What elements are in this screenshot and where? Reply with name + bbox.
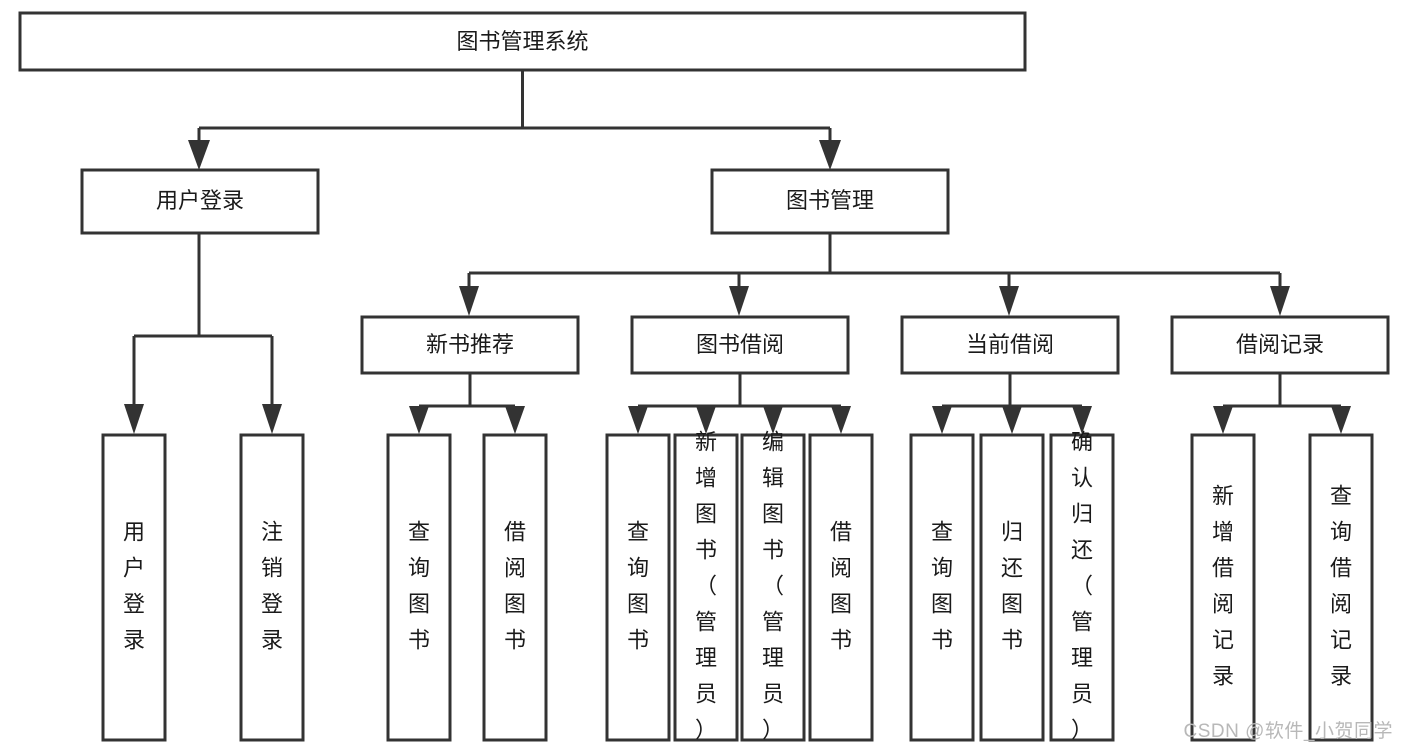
leaf-node[interactable]: 用户登录 (101, 433, 167, 742)
node-new-book-recommend[interactable]: 新书推荐 (360, 315, 580, 375)
node-book-borrow[interactable]: 图书借阅 (630, 315, 850, 375)
arrowhead-leaf-borrow-book-1 (505, 406, 525, 434)
leaf-node[interactable]: 查询图书 (909, 433, 975, 742)
leaf-node[interactable]: 查询图书 (605, 433, 671, 742)
arrowhead-leaf-query-book-1 (409, 406, 429, 434)
leaf-node[interactable]: 借阅图书 (808, 433, 874, 742)
leaf-node-label: 注销登录 (261, 519, 283, 652)
leaf-node[interactable]: 注销登录 (239, 433, 305, 742)
leaf-node-box[interactable] (808, 433, 874, 742)
leaf-node[interactable]: 新增借阅记录 (1190, 433, 1256, 742)
node-new-book-recommend-label: 新书推荐 (426, 332, 514, 357)
arrowhead-leaf-user-login (124, 404, 144, 434)
arrowhead-leaf-return-book (1002, 406, 1022, 434)
arrowhead-leaf-logout (262, 404, 282, 434)
arrowhead-leaf-query-record (1331, 406, 1351, 434)
arrowhead-borrow-record (1270, 286, 1290, 316)
node-root[interactable]: 图书管理系统 (18, 11, 1027, 72)
leaf-node-box[interactable] (909, 433, 975, 742)
arrowhead-current-borrow (999, 286, 1019, 316)
leaf-node-label: 查询图书 (627, 519, 649, 652)
leaf-node-label: 借阅图书 (504, 519, 526, 652)
arrowhead-leaf-add-record (1213, 406, 1233, 434)
arrowhead-leaf-add-book (696, 406, 716, 434)
node-book-borrow-box[interactable] (630, 315, 850, 375)
csdn-watermark: CSDN @软件_小贺同学 (1183, 721, 1393, 742)
leaf-node-label: 借阅图书 (830, 519, 852, 652)
node-current-borrow[interactable]: 当前借阅 (900, 315, 1120, 375)
leaf-node-box[interactable] (482, 433, 548, 742)
leaf-node-box[interactable] (101, 433, 167, 742)
node-borrow-record-label: 借阅记录 (1236, 332, 1324, 357)
leaf-node-label: 编辑图书（管理员） (762, 429, 784, 742)
leaf-node-label: 新增借阅记录 (1212, 483, 1234, 688)
leaf-node[interactable]: 查询借阅记录 (1308, 433, 1374, 742)
leaf-node[interactable]: 确认归还（管理员） (1049, 429, 1115, 742)
arrowhead-leaf-query-book-3 (932, 406, 952, 434)
leaf-node-box[interactable] (386, 433, 452, 742)
leaf-node-box[interactable] (605, 433, 671, 742)
arrowhead-new-book-rec (459, 286, 479, 316)
leaf-node-label: 归还图书 (1001, 519, 1023, 652)
arrowhead-leaf-query-book-2 (628, 406, 648, 434)
node-current-borrow-label: 当前借阅 (966, 332, 1054, 357)
leaf-node-box[interactable] (1308, 433, 1374, 742)
arrowhead-user-login (188, 140, 210, 170)
leaf-node[interactable]: 查询图书 (386, 433, 452, 742)
leaf-node-label: 查询借阅记录 (1330, 483, 1352, 688)
leaf-node-label: 查询图书 (931, 519, 953, 652)
node-current-borrow-box[interactable] (900, 315, 1120, 375)
arrowhead-leaf-borrow-book-2 (831, 406, 851, 434)
leaf-node[interactable]: 新增图书（管理员） (673, 429, 739, 742)
node-book-manage-label: 图书管理 (786, 188, 874, 213)
leaf-node-box[interactable] (979, 433, 1045, 742)
leaf-node[interactable]: 借阅图书 (482, 433, 548, 742)
node-new-book-recommend-box[interactable] (360, 315, 580, 375)
connector-layer (124, 70, 1351, 434)
arrowhead-leaf-edit-book (763, 406, 783, 434)
node-user-login-label: 用户登录 (156, 188, 244, 213)
node-root-label: 图书管理系统 (456, 29, 588, 54)
arrowhead-book-borrow (729, 286, 749, 316)
leaf-node-label: 确认归还（管理员） (1071, 429, 1093, 742)
arrowhead-leaf-confirm-return (1072, 406, 1092, 434)
leaf-node-label: 新增图书（管理员） (695, 429, 717, 742)
node-borrow-record[interactable]: 借阅记录 (1170, 315, 1390, 375)
node-borrow-record-box[interactable] (1170, 315, 1390, 375)
leaf-node-layer: 用户登录 注销登录 查询图书 借阅图书 查询图书 新增图书（管理员） 编辑图书（管理员） 借阅… (101, 429, 1374, 742)
node-user-login-box[interactable] (80, 168, 320, 235)
node-book-borrow-label: 图书借阅 (696, 332, 784, 357)
leaf-node-box[interactable] (1190, 433, 1256, 742)
node-root-box[interactable] (18, 11, 1027, 72)
leaf-node-label: 用户登录 (123, 519, 145, 652)
arrowhead-book-manage (819, 140, 841, 170)
node-book-manage[interactable]: 图书管理 (710, 168, 950, 235)
node-book-manage-box[interactable] (710, 168, 950, 235)
leaf-node-box[interactable] (239, 433, 305, 742)
leaf-node[interactable]: 归还图书 (979, 433, 1045, 742)
leaf-node-box[interactable] (673, 433, 739, 742)
leaf-node[interactable]: 编辑图书（管理员） (740, 429, 806, 742)
leaf-node-box[interactable] (1049, 433, 1115, 742)
leaf-node-label: 查询图书 (408, 519, 430, 652)
node-user-login[interactable]: 用户登录 (80, 168, 320, 235)
leaf-node-box[interactable] (740, 433, 806, 742)
